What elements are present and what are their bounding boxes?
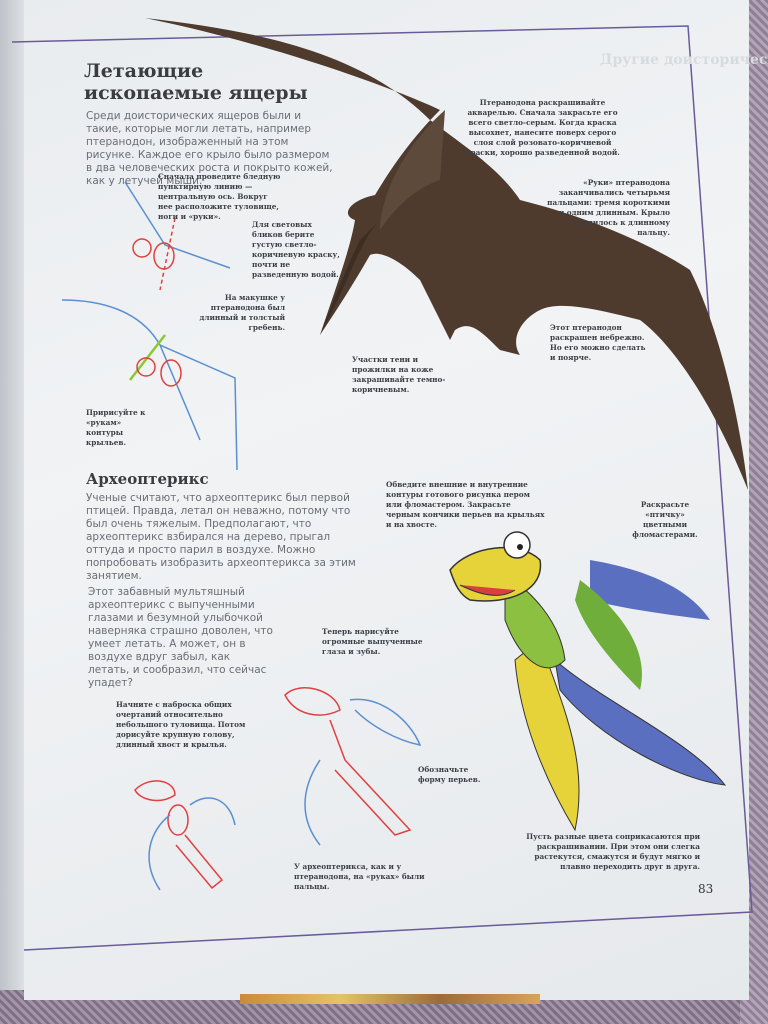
caption: Раскрасьте «птичку» цветными фломастерам… [632, 500, 698, 539]
caption: Пусть разные цвета соприкасаются при рас… [526, 832, 700, 871]
caption: Этот птеранодон раскрашен небрежно. Но е… [550, 323, 646, 362]
caption: Обозначьте форму перьев. [418, 765, 481, 784]
caption: Участки тени и прожилки на коже закрашив… [352, 355, 446, 394]
intro-archaeopteryx: Ученые считают, что археоптерикс был пер… [86, 492, 356, 582]
caption: Начните с наброска общих очертаний относ… [116, 700, 246, 749]
pteranodon-sketches [61, 181, 238, 471]
caption: Птеранодона раскрашивайте акварелью. Сна… [465, 98, 620, 157]
caption: Обведите внешние и внутренние контуры го… [386, 480, 545, 529]
section-title-archaeopteryx: Археоптерикс [86, 470, 209, 488]
intro-flying-reptiles: Среди доисторических ящеров были и такие… [86, 110, 333, 187]
caption: «Руки» птеранодона заканчивались четырьм… [547, 178, 670, 237]
caption: Для световых бликов берите густую светло… [252, 220, 340, 279]
section-title-flying-reptiles: Летающие ископаемые ящеры [84, 60, 308, 104]
pteranodon-illustration [145, 18, 748, 490]
intro2-archaeopteryx: Этот забавный мультяшный археоптерикс с … [88, 586, 273, 689]
archaeopteryx-illustration [449, 531, 727, 832]
caption: Теперь нарисуйте огромные выпученные гла… [322, 627, 423, 656]
caption: Сначала проведите бледную пунктирную лин… [158, 172, 281, 221]
caption: Пририсуйте к «рукам» контуры крыльев. [86, 408, 146, 447]
title-line-1: Летающие [84, 60, 204, 82]
archaeopteryx-sketches [134, 687, 422, 891]
next-page-strip [240, 994, 540, 1004]
page-number: 83 [698, 882, 714, 896]
title-line-2: ископаемые ящеры [84, 82, 308, 104]
caption: На макушке у птеранодона был длинный и т… [199, 293, 285, 332]
ghost-heading: Другие доисторические [600, 52, 768, 68]
caption: У археоптерикса, как и у птеранодона, на… [294, 862, 425, 891]
